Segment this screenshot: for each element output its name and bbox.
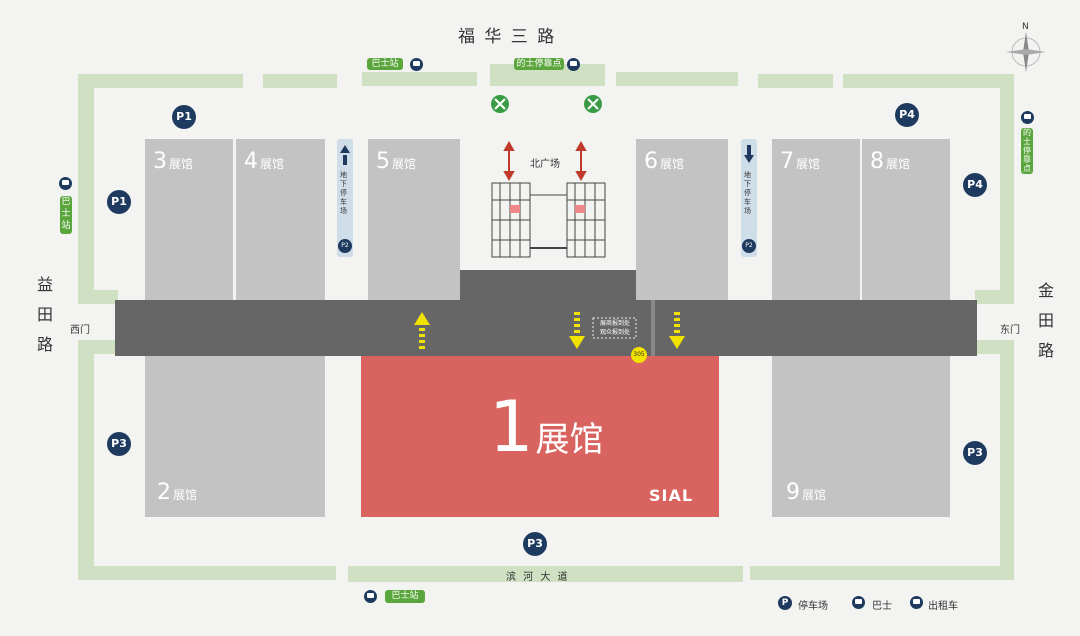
room-305-badge[interactable]: 305 — [631, 347, 647, 363]
parking-p3-south[interactable]: P3 — [523, 532, 547, 556]
visitor-registration-label: 观众报到处 — [599, 329, 630, 336]
underground-parking-label: 地下停车场 — [340, 171, 347, 215]
bus-icon — [410, 58, 423, 71]
taxi-stop-north[interactable]: 的士停靠点 — [514, 58, 564, 70]
bus-legend-icon — [852, 596, 865, 609]
east-road-char: 金 — [1037, 281, 1054, 300]
p2-badge[interactable]: P2 — [742, 239, 756, 253]
west-road-label: 益 田 路 — [35, 270, 55, 360]
bus-icon — [59, 177, 72, 190]
underground-parking-right: 地下停车场 P2 — [741, 139, 757, 257]
underground-parking-label: 地下停车场 — [744, 171, 751, 215]
bus-icon — [364, 590, 377, 603]
east-road-label: 金 田 路 — [1036, 276, 1056, 366]
underground-parking-left: 地下停车场 P2 — [337, 139, 353, 257]
compass-north-label: N — [1022, 22, 1029, 32]
sial-logo: SIAL — [649, 486, 694, 505]
taxi-icon — [1021, 111, 1034, 124]
registration-box[interactable]: 展商报到处 观众报到处 — [594, 319, 636, 337]
west-road-char: 益 — [36, 275, 53, 294]
compass-icon — [1008, 32, 1046, 70]
west-road-char: 田 — [36, 305, 53, 324]
parking-p3-west[interactable]: P3 — [107, 432, 131, 456]
taxi-legend-icon — [910, 596, 923, 609]
arrow-stem — [747, 145, 751, 155]
up-arrow-icon — [340, 145, 350, 153]
taxi-legend-label: 出租车 — [928, 601, 958, 612]
parking-legend-icon: P — [778, 596, 792, 610]
parking-p1-west[interactable]: P1 — [107, 190, 131, 214]
east-road-char: 路 — [1037, 341, 1054, 360]
legend: P 停车场 巴士 出租车 — [778, 595, 968, 615]
parking-legend-label: 停车场 — [798, 601, 828, 612]
hall-1[interactable]: 1展馆 SIAL — [361, 356, 719, 517]
north-plaza-label: 北广场 — [530, 159, 560, 170]
north-road-label: 福 华 三 路 — [458, 27, 557, 47]
arrow-stem — [343, 155, 347, 165]
parking-p4-north[interactable]: P4 — [895, 103, 919, 127]
parking-p3-east[interactable]: P3 — [963, 441, 987, 465]
parking-p1-north[interactable]: P1 — [172, 105, 196, 129]
west-road-char: 路 — [36, 335, 53, 354]
bus-station-south[interactable]: 巴士站 — [385, 590, 425, 603]
hall-1-label: 1展馆 — [489, 386, 604, 468]
p2-badge[interactable]: P2 — [338, 239, 352, 253]
east-gate-label: 东门 — [1000, 325, 1020, 336]
taxi-stop-east[interactable]: 的士停靠点 — [1021, 128, 1033, 174]
taxi-icon — [567, 58, 580, 71]
west-gate-label: 西门 — [70, 325, 90, 336]
bus-legend-label: 巴士 — [872, 601, 892, 612]
down-arrow-icon — [744, 155, 754, 163]
parking-p4-east[interactable]: P4 — [963, 173, 987, 197]
bus-station-north[interactable]: 巴士站 — [367, 58, 403, 70]
east-road-char: 田 — [1037, 311, 1054, 330]
exhibitor-registration-label: 展商报到处 — [599, 320, 630, 327]
bus-station-west[interactable]: 巴士站 — [60, 196, 72, 234]
south-road-label: 滨 河 大 道 — [506, 572, 570, 583]
